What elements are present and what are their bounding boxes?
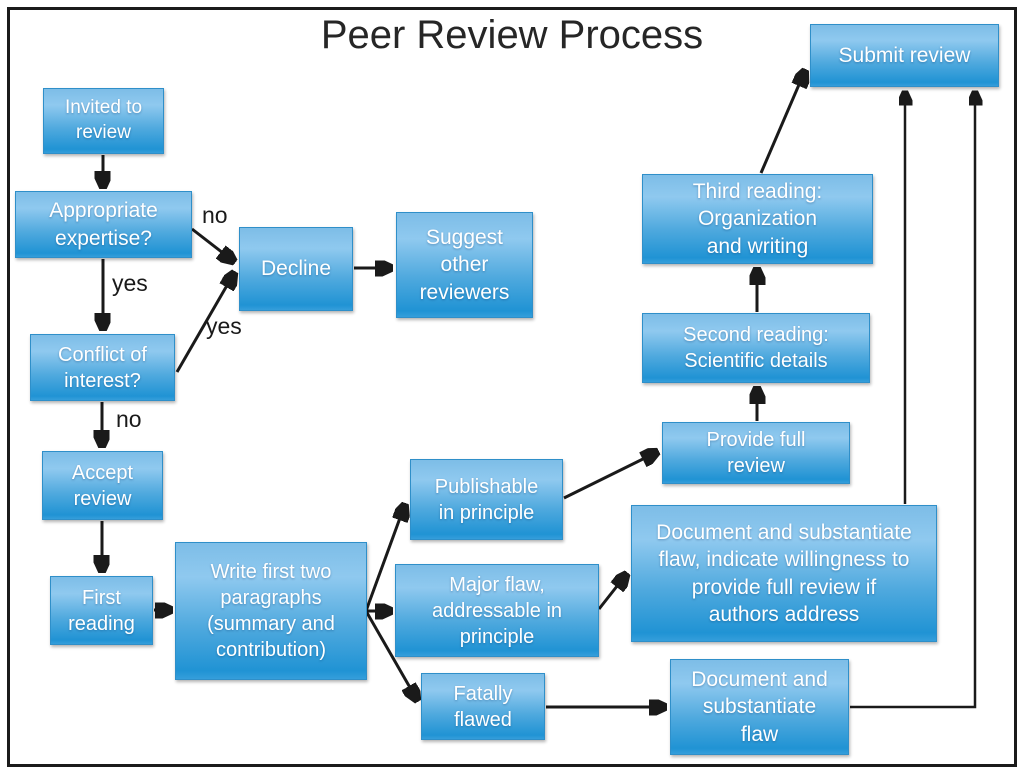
node-document-substantiate-flaw: Document and substantiate flaw [670,659,849,755]
node-submit-review: Submit review [810,24,999,87]
node-provide-full-review: Provide full review [662,422,850,484]
node-conflict-of-interest: Conflict of interest? [30,334,175,401]
edge-label-no-expertise: no [202,202,228,228]
node-publishable-in-principle: Publishable in principle [410,459,563,540]
node-suggest-other-reviewers: Suggest other reviewers [396,212,533,318]
edge-label-yes-conflict: yes [206,313,242,339]
node-major-flaw-addressable: Major flaw, addressable in principle [395,564,599,657]
node-second-reading: Second reading: Scientific details [642,313,870,383]
edge-label-yes-expertise: yes [112,270,148,296]
node-third-reading: Third reading: Organization and writing [642,174,873,264]
node-fatally-flawed: Fatally flawed [421,673,545,740]
node-write-first-two-paragraphs: Write first two paragraphs (summary and … [175,542,367,680]
node-appropriate-expertise: Appropriate expertise? [15,191,192,258]
node-invited-to-review: Invited to review [43,88,164,154]
node-document-substantiate-willingness: Document and substantiate flaw, indicate… [631,505,937,642]
node-decline: Decline [239,227,353,311]
outer-frame [7,7,1017,767]
edge-label-no-conflict: no [116,406,142,432]
node-accept-review: Accept review [42,451,163,520]
node-first-reading: First reading [50,576,153,645]
page-title: Peer Review Process [320,13,704,57]
